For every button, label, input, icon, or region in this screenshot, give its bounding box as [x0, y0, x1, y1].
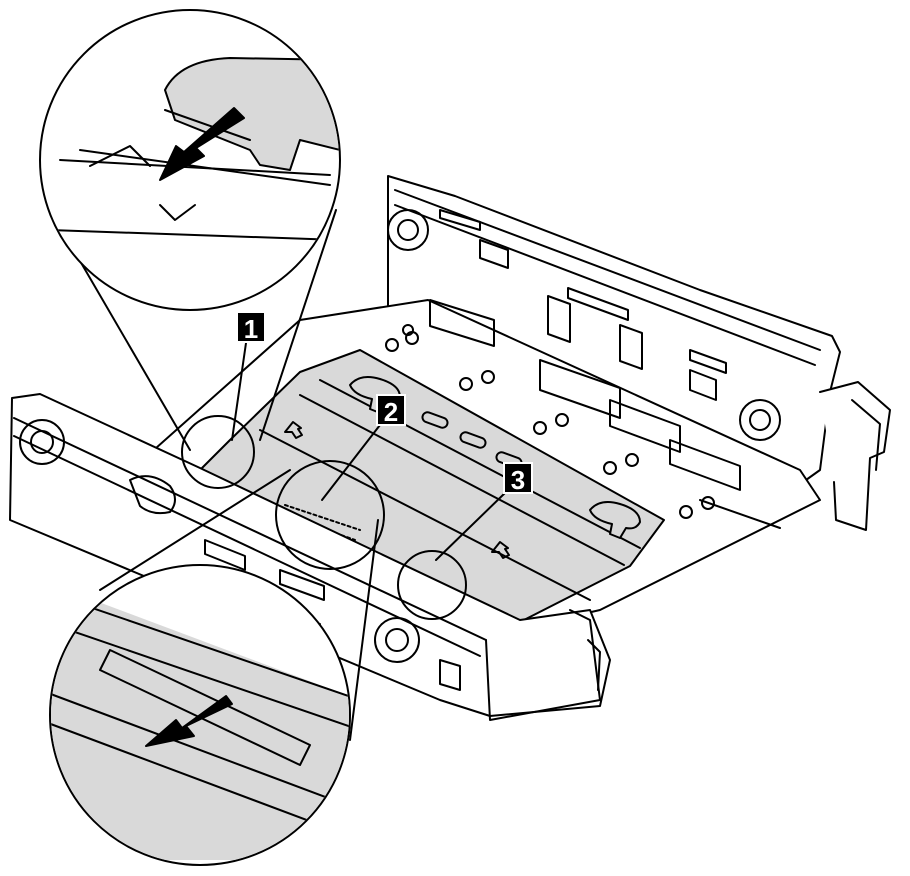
magnifier-3-target-circle: [397, 550, 467, 620]
screw-heads: [385, 324, 715, 519]
magnifier-2-leader: [99, 469, 379, 741]
callout-1-badge: 1: [236, 311, 266, 344]
arrow-icon: [159, 107, 245, 181]
back-rail: [387, 175, 891, 531]
callout-3-badge: 3: [503, 462, 533, 495]
magnifier-2-detail: [49, 564, 351, 866]
magnifier-1-target-circle: [181, 415, 255, 489]
callout-2-badge: 2: [376, 394, 406, 427]
callout-leaders: [231, 342, 507, 561]
magnifier-1-detail: [39, 9, 341, 311]
drive-plate: [199, 349, 665, 623]
magnifier-2-target-circle: [275, 460, 385, 570]
arrow-icon: [145, 695, 233, 747]
